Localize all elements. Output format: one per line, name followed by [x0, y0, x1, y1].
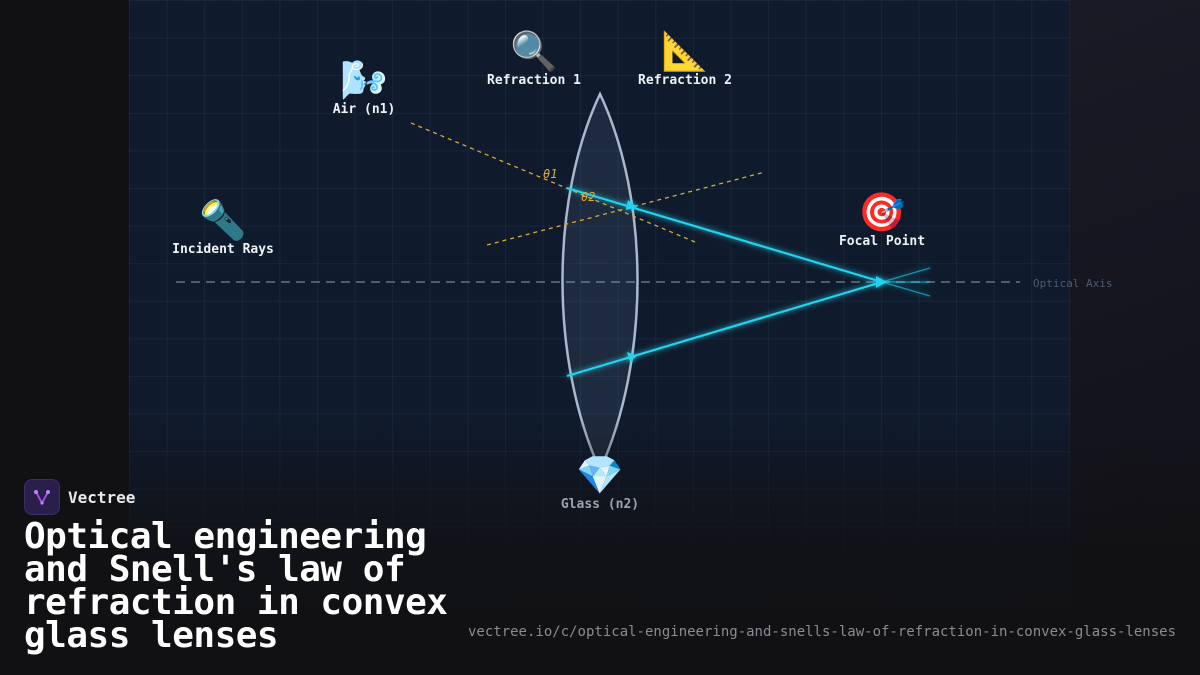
node-focal-point: 🎯 Focal Point	[839, 190, 925, 249]
incident-rays-label: Incident Rays	[172, 242, 274, 257]
page-title: Optical engineering and Snell's law of r…	[24, 516, 448, 656]
normal-line-1	[410, 122, 696, 243]
node-glass: 💎 Glass (n2)	[561, 453, 639, 512]
brand[interactable]: Vectree	[24, 479, 135, 515]
refraction-2-label: Refraction 2	[638, 73, 732, 88]
target-icon: 🎯	[858, 190, 906, 234]
brand-name: Vectree	[68, 487, 136, 507]
wind-icon: 🌬️	[340, 58, 388, 102]
triangle-ruler-icon: 📐	[661, 29, 709, 73]
vectree-logo-icon	[24, 479, 60, 515]
node-air: 🌬️ Air (n1)	[333, 58, 396, 117]
theta1-label: θ1	[543, 167, 558, 181]
theta2-label: θ2	[581, 190, 596, 204]
focal-point-label: Focal Point	[838, 234, 926, 249]
node-refraction-1: 🔍 Refraction 1	[487, 29, 581, 88]
optical-axis-label: Optical Axis	[1033, 277, 1113, 290]
focal-arrow	[876, 276, 887, 288]
refraction-1-label: Refraction 1	[487, 73, 581, 88]
node-incident-rays: 🔦 Incident Rays	[172, 198, 274, 257]
glass-label: Glass (n2)	[560, 497, 640, 512]
air-label: Air (n1)	[332, 102, 396, 117]
diverging-ray-1	[881, 267, 931, 283]
page-url[interactable]: vectree.io/c/optical-engineering-and-sne…	[467, 624, 1176, 640]
diverging-ray-2	[881, 281, 931, 297]
node-refraction-2: 📐 Refraction 2	[638, 29, 732, 88]
flashlight-icon: 🔦	[199, 198, 247, 242]
convex-lens	[561, 91, 639, 474]
gem-icon: 💎	[576, 453, 624, 497]
magnifier-icon: 🔍	[510, 29, 558, 73]
